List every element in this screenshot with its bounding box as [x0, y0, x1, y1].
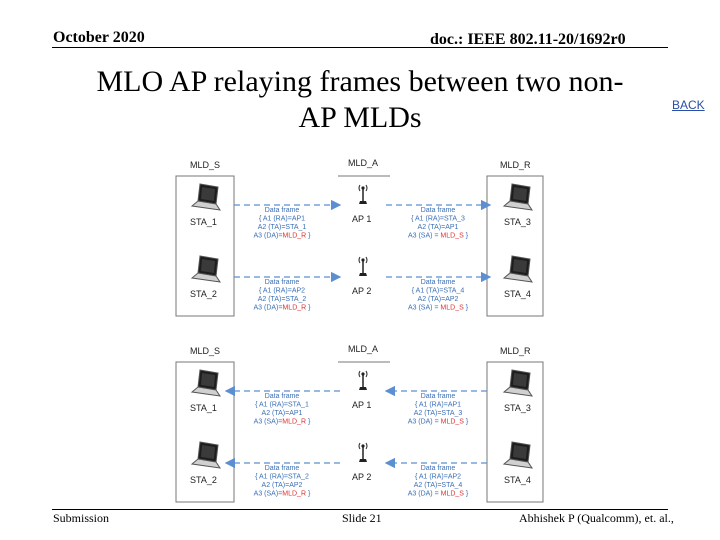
top-sta3-laptop-icon [502, 183, 534, 211]
bottom-sta4-laptop-icon [502, 441, 534, 469]
top-mld-r-box [486, 175, 544, 317]
top-mld-s-label: MLD_S [190, 160, 220, 170]
bottom-frame-right-bottom-line-2: { A1 (RA)=AP2 [415, 474, 461, 481]
bottom-sta1-label: STA_1 [190, 403, 217, 413]
bottom-mld-r-box [486, 361, 544, 503]
slide-title-line2: AP MLDs [298, 101, 422, 134]
bottom-frame-right-top-line-1: Data frame [421, 393, 456, 400]
footer-submission: Submission [53, 511, 110, 525]
footer-slide-number: Slide 21 [342, 511, 382, 525]
top-sta2-laptop-icon [190, 255, 222, 283]
bottom-frame-left-top-line-4: A3 (SA)=MLD_R } [254, 419, 311, 426]
bottom-sta2-laptop-icon [190, 441, 222, 469]
bottom-sta4-label: STA_4 [504, 475, 531, 485]
top-sta2-label: STA_2 [190, 289, 217, 299]
top-ap2-label: AP 2 [352, 286, 371, 296]
top-sta4-laptop-icon [502, 255, 534, 283]
bottom-frame-right-bottom-line-3: A2 (TA)=STA_4 [414, 482, 463, 489]
top-sta1-laptop-icon [190, 183, 222, 211]
bottom-frame-left-top-line-1: Data frame [265, 393, 300, 400]
top-mld-a-label: MLD_A [348, 158, 378, 168]
top-mld-r-label: MLD_R [500, 160, 531, 170]
header-date: October 2020 [53, 29, 145, 46]
top-frame-right-bottom-line-2: { A1 (TA)=STA_4 [412, 288, 465, 295]
bottom-frame-left-top-line-3: A2 (TA)=AP1 [262, 410, 303, 417]
top-frame-left-top-line-2: { A1 (RA)=AP1 [259, 216, 305, 223]
header-rule [52, 47, 668, 48]
bottom-sta2-label: STA_2 [190, 475, 217, 485]
bottom-mld-a-label: MLD_A [348, 344, 378, 354]
top-frame-left-top-line-1: Data frame [265, 207, 300, 214]
footer-rule [52, 509, 668, 510]
top-frame-right-top-line-4: A3 (SA) = MLD_S } [408, 233, 469, 240]
top-mld-s-box [175, 175, 235, 317]
bottom-mld-r-label: MLD_R [500, 346, 531, 356]
bottom-ap2-antenna-icon [358, 442, 368, 462]
top-frame-left-bottom-line-1: Data frame [265, 279, 300, 286]
top-frame-right-bottom-line-3: A2 (TA)=AP2 [418, 296, 459, 303]
bottom-ap1-label: AP 1 [352, 400, 371, 410]
top-ap1-label: AP 1 [352, 214, 371, 224]
top-frame-right-top-line-2: { A1 (RA)=STA_3 [411, 216, 465, 223]
bottom-sta3-laptop-icon [502, 369, 534, 397]
back-link[interactable]: BACK [672, 98, 705, 112]
bottom-sta1-laptop-icon [190, 369, 222, 397]
header-doc-number: doc.: IEEE 802.11-20/1692r0 [430, 31, 626, 48]
top-frame-right-bottom-line-1: Data frame [421, 279, 456, 286]
top-ap1-antenna-icon [358, 184, 368, 204]
bottom-mld-s-label: MLD_S [190, 346, 220, 356]
top-ap2-antenna-icon [358, 256, 368, 276]
top-frame-left-bottom-line-2: { A1 (RA)=AP2 [259, 288, 305, 295]
top-frame-left-top-line-3: A2 (TA)=STA_1 [258, 224, 307, 231]
bottom-mld-s-box [175, 361, 235, 503]
top-frame-right-top-line-3: A2 (TA)=AP1 [418, 224, 459, 231]
bottom-frame-left-bottom-line-4: A3 (SA)=MLD_R } [254, 491, 311, 498]
bottom-frame-right-top-line-3: A2 (TA)=STA_3 [414, 410, 463, 417]
top-sta3-label: STA_3 [504, 217, 531, 227]
bottom-frame-right-bottom-line-1: Data frame [421, 465, 456, 472]
bottom-frame-right-bottom-line-4: A3 (DA) = MLD_S } [408, 491, 469, 498]
top-frame-right-top-line-1: Data frame [421, 207, 456, 214]
top-frame-left-bottom-line-3: A2 (TA)=STA_2 [258, 296, 307, 303]
bottom-sta3-label: STA_3 [504, 403, 531, 413]
top-frame-right-bottom-line-4: A3 (SA) = MLD_S } [408, 305, 469, 312]
footer-author: Abhishek P (Qualcomm), et. al., [519, 511, 674, 525]
bottom-frame-right-top-line-4: A3 (DA) = MLD_S } [408, 419, 469, 426]
top-frame-left-bottom-line-4: A3 (DA)=MLD_R } [253, 305, 311, 312]
bottom-frame-left-bottom-line-1: Data frame [265, 465, 300, 472]
bottom-frame-left-top-line-2: { A1 (RA)=STA_1 [255, 402, 309, 409]
top-sta4-label: STA_4 [504, 289, 531, 299]
bottom-frame-left-bottom-line-2: { A1 (RA)=STA_2 [255, 474, 309, 481]
top-frame-left-top-line-4: A3 (DA)=MLD_R } [253, 233, 311, 240]
bottom-frame-left-bottom-line-3: A2 (TA)=AP2 [262, 482, 303, 489]
slide-title-line1: MLO AP relaying frames between two non- [96, 65, 624, 98]
bottom-frame-right-top-line-2: { A1 (RA)=AP1 [415, 402, 461, 409]
top-sta1-label: STA_1 [190, 217, 217, 227]
bottom-ap2-label: AP 2 [352, 472, 371, 482]
bottom-ap1-antenna-icon [358, 370, 368, 390]
slide-title: MLO AP relaying frames between two non- … [40, 64, 680, 136]
